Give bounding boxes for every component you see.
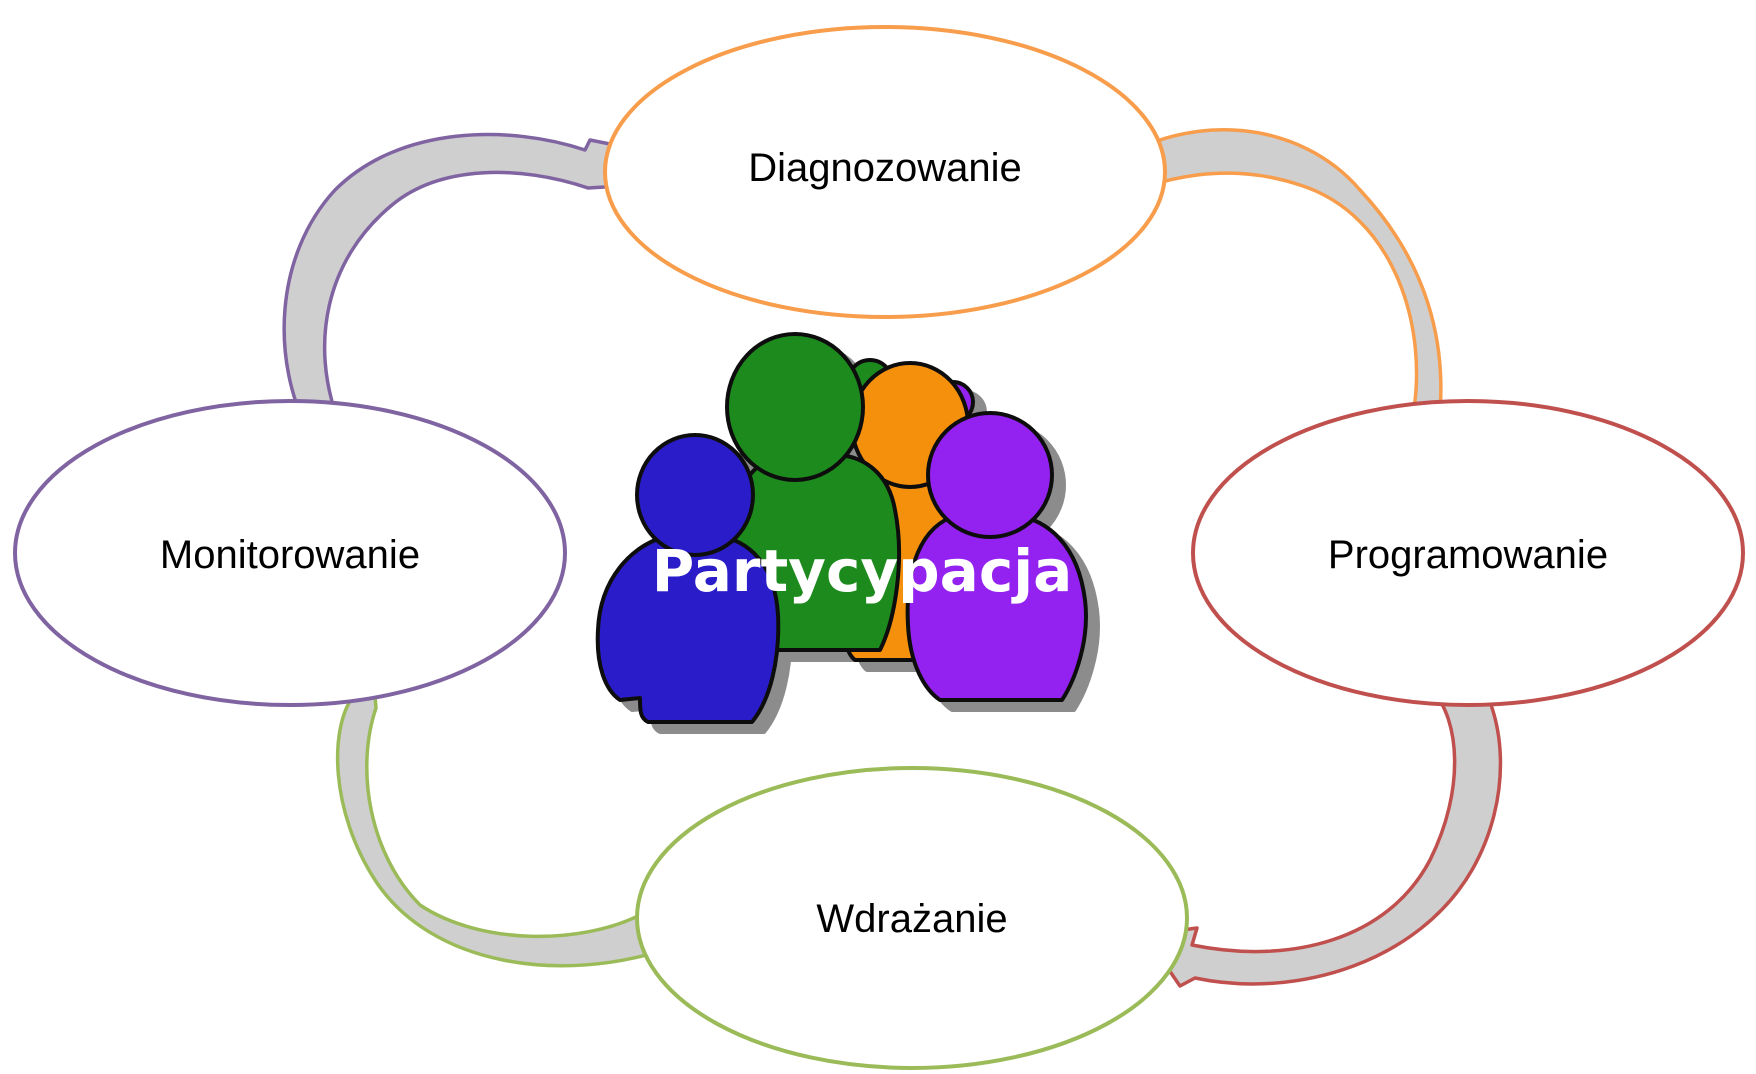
- node-label-diagnozowanie: Diagnozowanie: [748, 146, 1022, 190]
- node-monitorowanie: Monitorowanie: [13, 399, 567, 707]
- node-label-monitorowanie: Monitorowanie: [160, 533, 420, 577]
- node-programowanie: Programowanie: [1191, 399, 1745, 707]
- arrow-wdrazanie-to-monitorowanie: [316, 658, 672, 968]
- center-label: Partycypacja: [652, 537, 1072, 605]
- node-label-programowanie: Programowanie: [1328, 533, 1608, 577]
- person-purple: [905, 411, 1088, 702]
- node-wdrazanie: Wdrażanie: [635, 766, 1189, 1070]
- people-group-icon: [595, 332, 1088, 724]
- arrow-monitorowanie-to-diagnozowanie: [282, 132, 642, 437]
- node-diagnozowanie: Diagnozowanie: [603, 25, 1167, 319]
- node-label-wdrazanie: Wdrażanie: [816, 897, 1007, 941]
- arrow-programowanie-to-wdrazanie: [1143, 658, 1503, 988]
- person-blue: [595, 433, 781, 724]
